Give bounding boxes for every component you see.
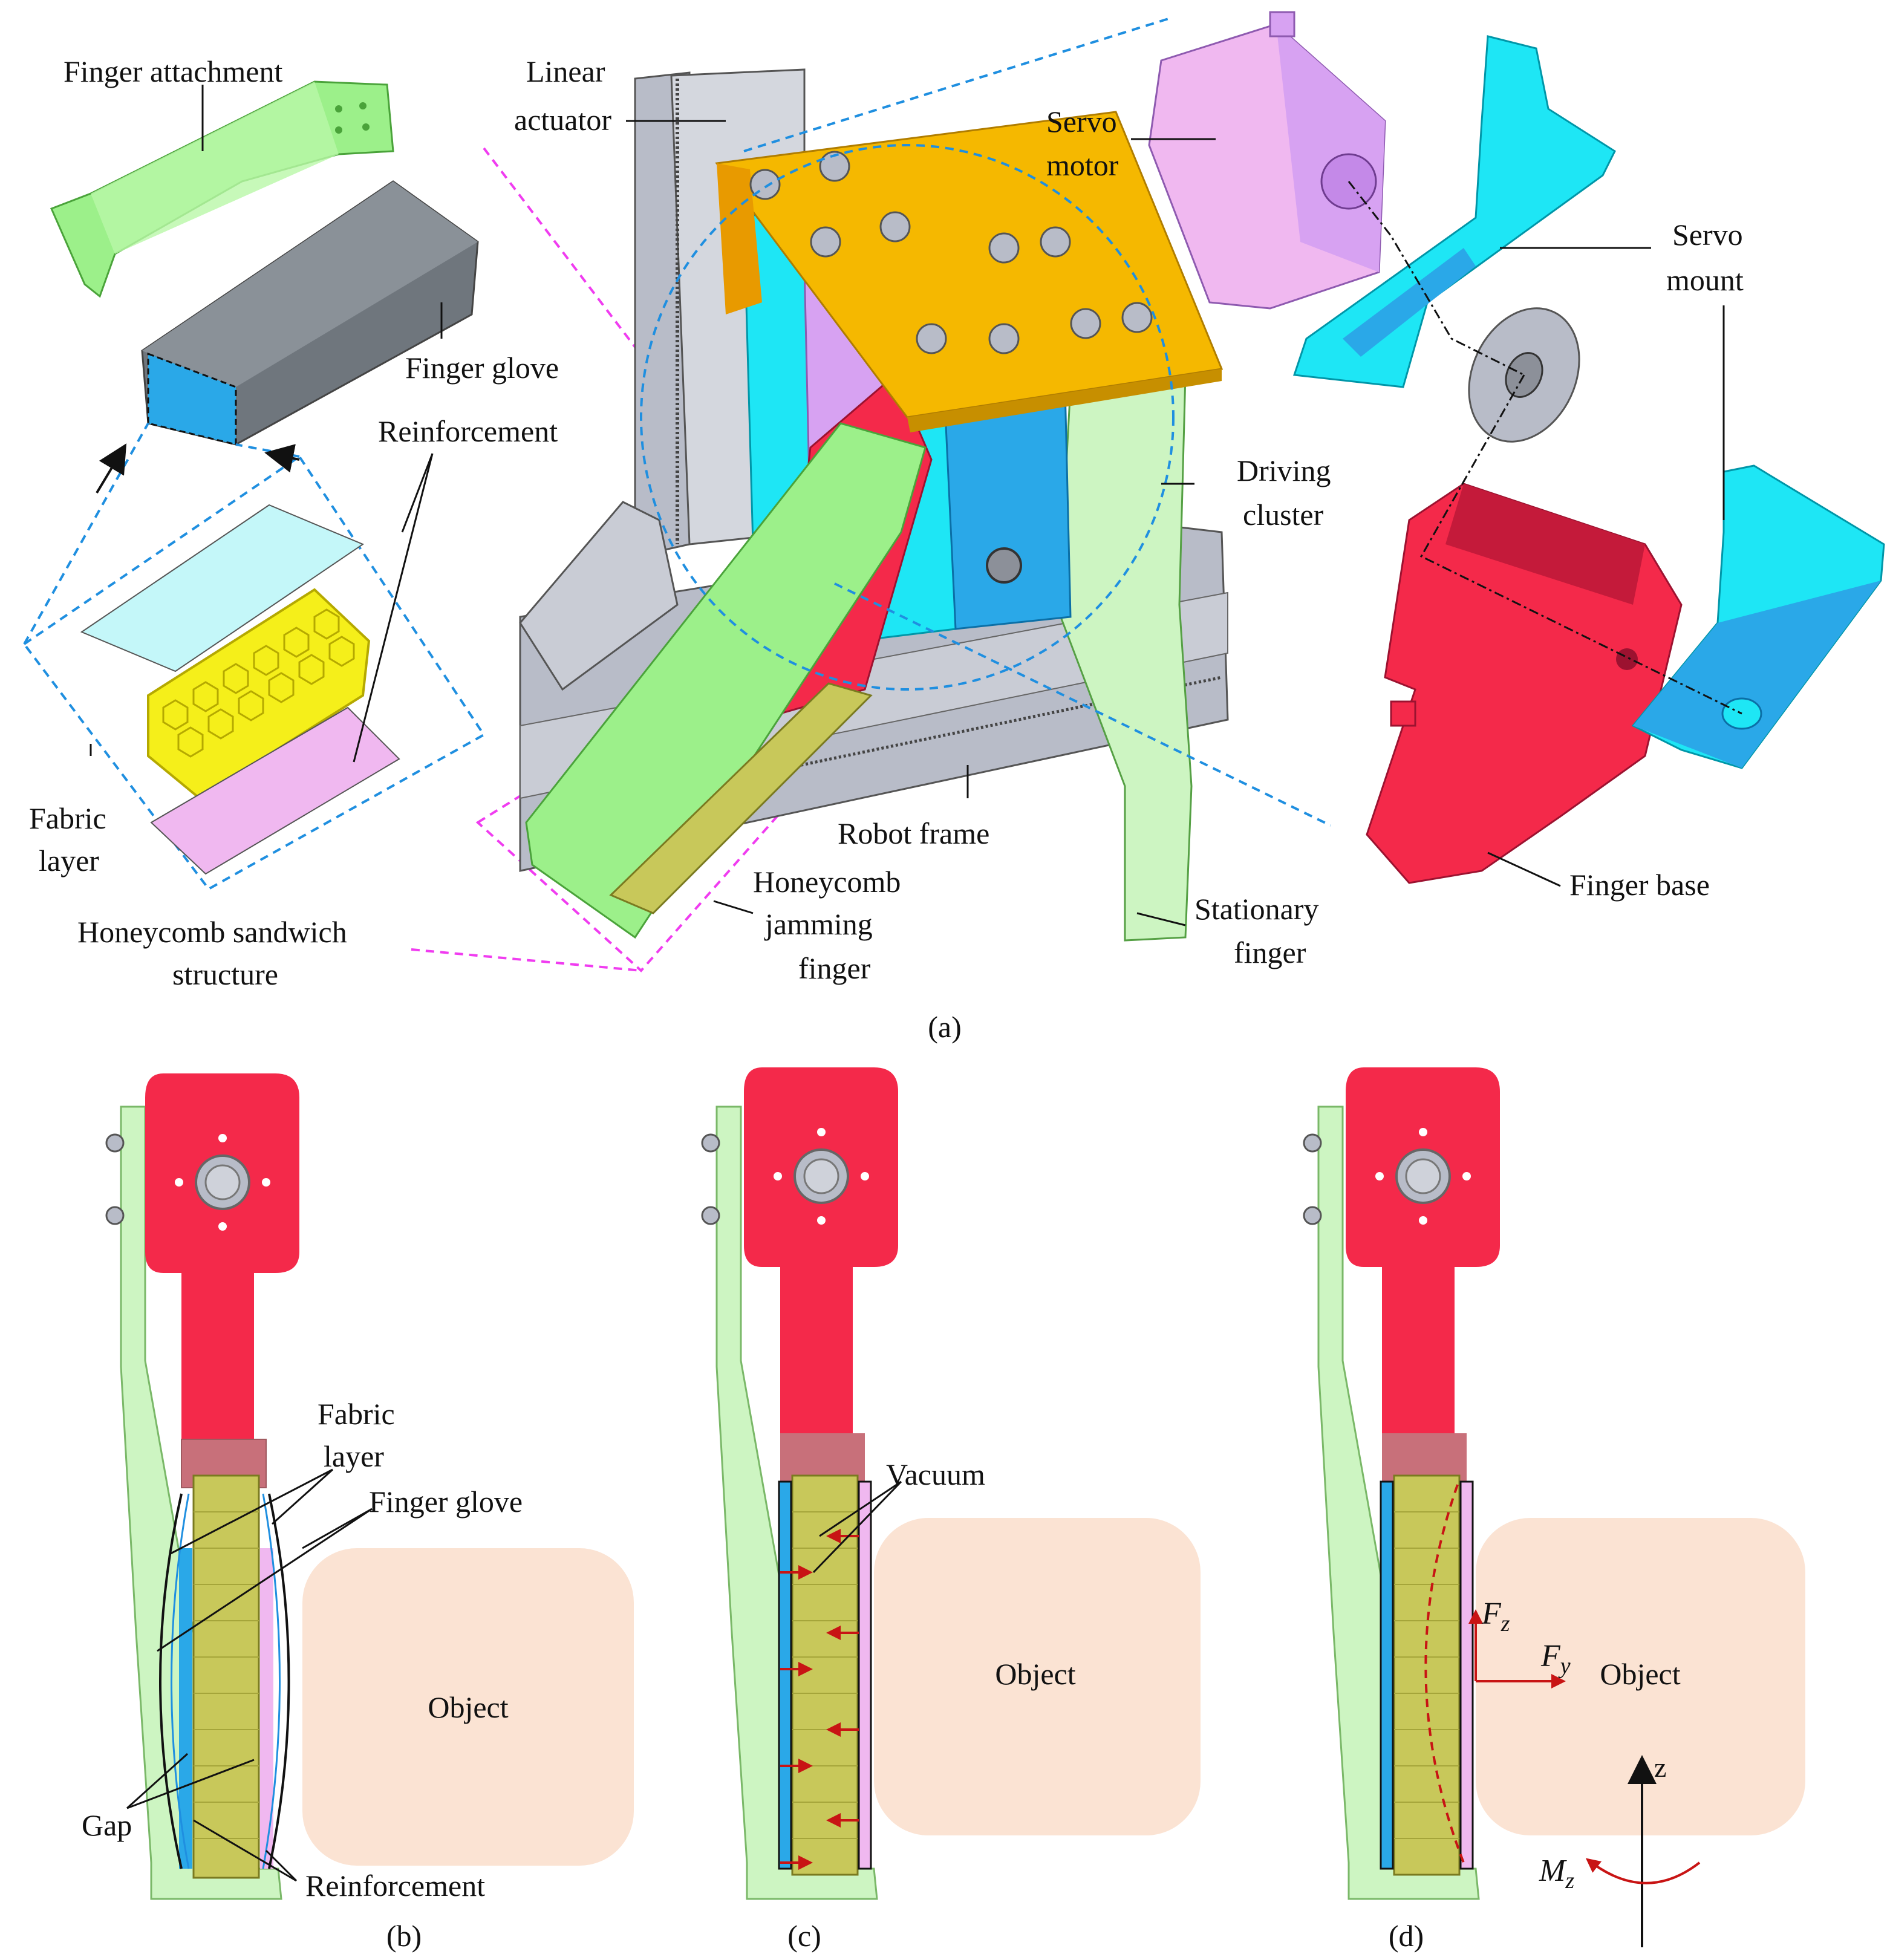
label-fy: Fy	[1540, 1639, 1571, 1679]
finger-base-c	[744, 1067, 898, 1433]
label-stationary-finger-2: finger	[1234, 936, 1306, 969]
object-label-d: Object	[1600, 1657, 1680, 1691]
caption-b: (b)	[386, 1919, 422, 1953]
label-linear-actuator-2: actuator	[514, 103, 611, 137]
label-finger-base: Finger base	[1569, 868, 1710, 902]
label-honeycomb-finger-3: finger	[798, 951, 871, 985]
servo-motor-part	[1148, 11, 1386, 310]
stationary-finger-d	[1317, 1105, 1480, 1900]
vacuum-arrows	[780, 1529, 859, 1870]
label-honeycomb-finger-1: Honeycomb	[753, 865, 901, 899]
reinforcement-top-sheet	[80, 504, 365, 672]
label-fabric-layer-1: Fabric	[29, 801, 106, 835]
leader-lines-b	[126, 1468, 373, 1882]
label-stationary-finger-1: Stationary	[1194, 892, 1319, 926]
servo-mount-top-part	[1292, 35, 1616, 388]
leader-lines-c	[812, 1480, 902, 1574]
label-driving-cluster-1: Driving	[1237, 454, 1331, 487]
label-reinforcement-b: Reinforcement	[305, 1869, 485, 1903]
reinforcement-bottom-sheet	[150, 706, 400, 875]
label-robot-frame: Robot frame	[838, 816, 989, 850]
label-fabric-layer-2: layer	[39, 844, 99, 877]
label-finger-glove: Finger glove	[405, 351, 559, 385]
alignment-dash-dot-lines	[1347, 181, 1742, 715]
label-reinforcement: Reinforcement	[378, 414, 558, 448]
caption-d: (d)	[1389, 1919, 1424, 1953]
finger-base-d	[1346, 1067, 1500, 1433]
label-mz: Mz	[1539, 1854, 1574, 1893]
arrow-to-glove-left	[96, 443, 127, 494]
label-finger-glove-b: Finger glove	[369, 1485, 523, 1519]
object-label-c: Object	[995, 1657, 1075, 1691]
label-vacuum: Vacuum	[886, 1457, 985, 1491]
moment-mz-arrow	[1585, 1858, 1701, 1884]
object-b	[302, 1548, 634, 1866]
label-gap-b: Gap	[82, 1808, 132, 1842]
bending-curve	[1424, 1484, 1465, 1863]
driving-cluster-dashed-circle	[640, 144, 1175, 691]
label-honeycomb-sandwich-2: structure	[172, 957, 278, 991]
label-servo-mount-1: Servo	[1672, 218, 1743, 252]
label-linear-actuator-1: Linear	[526, 54, 605, 88]
panel-b: Object Fabric layer Finger glove Gap Rei…	[82, 1073, 634, 1953]
label-servo-motor-2: motor	[1046, 148, 1119, 182]
label-servo-motor-1: Servo	[1046, 105, 1117, 138]
panel-c: Object Vacuum (c)	[701, 1067, 1201, 1953]
label-finger-attachment: Finger attachment	[64, 54, 282, 88]
label-servo-mount-2: mount	[1666, 263, 1744, 297]
label-fabric-layer-b-1: Fabric	[318, 1397, 395, 1431]
object-label-b: Object	[428, 1690, 508, 1724]
stationary-finger-c	[715, 1105, 878, 1900]
label-honeycomb-finger-2: jamming	[764, 907, 873, 941]
label-honeycomb-sandwich-1: Honeycomb sandwich	[77, 915, 347, 949]
finger-base-right-part	[1366, 483, 1683, 884]
leader-lines-a	[90, 85, 1725, 926]
blue-zoom-lines	[743, 17, 1331, 827]
finger-base-b	[145, 1073, 299, 1439]
finger-attachment-part	[50, 80, 394, 298]
object-c	[874, 1518, 1201, 1835]
finger-glove-part	[141, 180, 479, 446]
panel-a: Finger attachment Finger glove Reinforce…	[22, 11, 1885, 1044]
honeycomb-finger-center-part	[525, 422, 927, 939]
label-fabric-layer-b-2: layer	[324, 1439, 384, 1473]
caption-c: (c)	[787, 1919, 821, 1953]
honeycomb-core	[147, 588, 371, 800]
panel-d: Object Fz Fy z Mz (d)	[1303, 1067, 1805, 1953]
finger-body-b	[192, 1474, 260, 1879]
top-plate-part	[715, 111, 1224, 432]
label-fz: Fz	[1481, 1597, 1510, 1636]
stationary-finger-part	[1057, 374, 1193, 942]
caption-a: (a)	[928, 1010, 962, 1044]
label-driving-cluster-2: cluster	[1243, 498, 1324, 532]
label-z-axis: z	[1654, 1752, 1666, 1783]
arrow-to-glove-right	[264, 444, 300, 473]
object-d	[1476, 1518, 1805, 1835]
